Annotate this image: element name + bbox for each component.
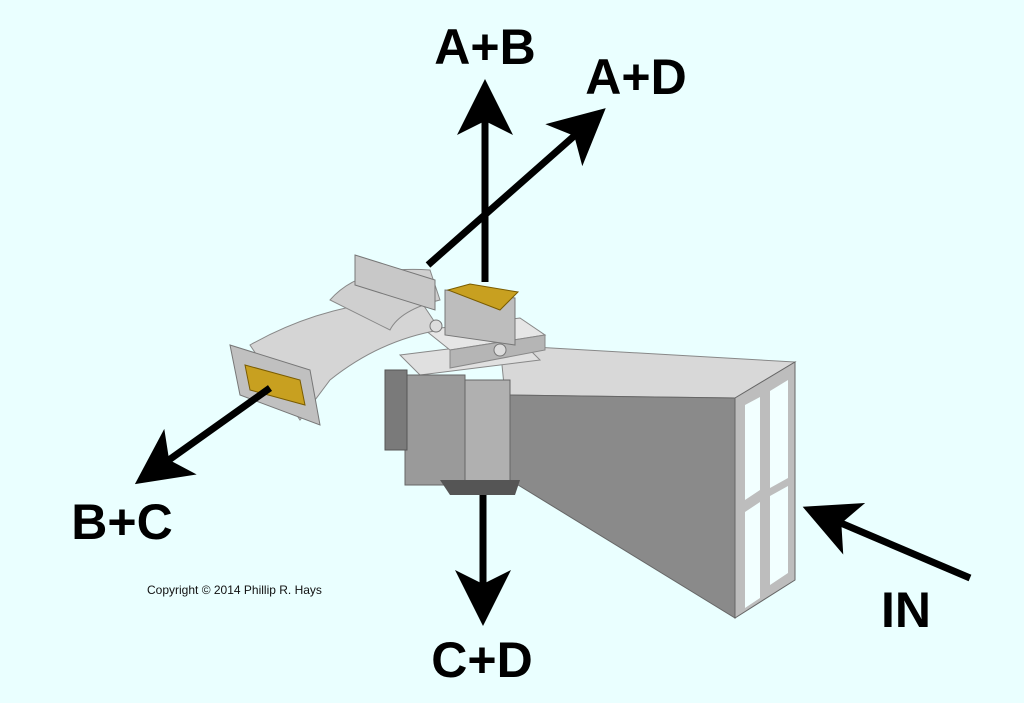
label-in: IN (881, 582, 931, 638)
label-c-plus-d: C+D (431, 632, 533, 688)
horn (499, 344, 797, 619)
label-b-plus-c: B+C (71, 494, 173, 550)
arrow-in (802, 502, 972, 582)
label-a-plus-b: A+B (434, 19, 536, 75)
copyright-text: Copyright © 2014 Phillip R. Hays (147, 583, 322, 597)
left-port (244, 364, 306, 406)
arrow-a-plus-d (425, 108, 606, 268)
top-port (429, 283, 520, 357)
arrows (134, 79, 972, 626)
label-a-plus-d: A+D (585, 49, 687, 105)
arrow-b-plus-c (134, 385, 273, 485)
left-arm (229, 254, 441, 426)
